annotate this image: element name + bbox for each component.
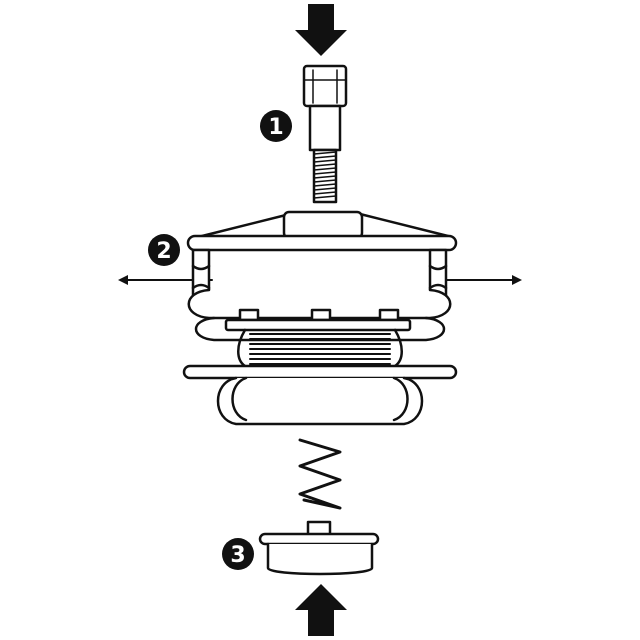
press-arrow-bottom [295,584,347,636]
callout-3-label: 3 [230,543,245,568]
clutch-disc-stack [237,328,403,368]
callout-1-circle [260,110,292,142]
side-post-right [428,248,448,302]
bottom-cap [258,520,380,576]
coil-spring [298,438,342,510]
pulley-base [182,364,458,426]
cover-plate [186,210,458,252]
press-arrow-top [295,4,347,56]
callout-2: 2 [148,234,180,266]
bolt [302,64,348,204]
callout-3-circle [222,538,254,570]
callout-1-label: 1 [268,115,283,140]
callout-3: 3 [222,538,254,570]
callout-2-label: 2 [156,239,171,264]
callout-1: 1 [260,110,292,142]
callout-2-circle [148,234,180,266]
housing-body [187,288,452,342]
